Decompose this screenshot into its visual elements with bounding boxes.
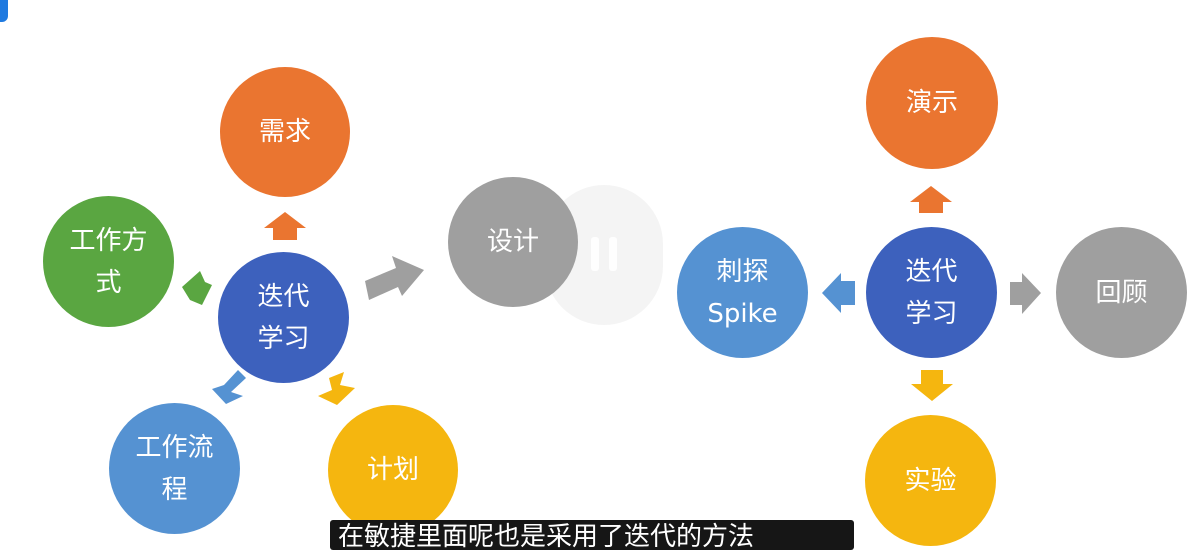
node-demo: 演示 — [866, 37, 998, 169]
arrow-to-review — [1010, 273, 1041, 314]
node-review-label: 回顾 — [1095, 277, 1148, 308]
node-spike-line-2: Spike — [707, 298, 778, 329]
node-iterative-learning-left: 迭代 学习 — [218, 252, 349, 383]
corner-tab — [0, 0, 8, 22]
node-design-label: 设计 — [486, 227, 539, 257]
pause-icon-right-bar — [609, 237, 617, 271]
node-way-of-working-line-2: 式 — [95, 267, 122, 298]
video-subtitle: 在敏捷里面呢也是采用了迭代的方法 — [330, 520, 854, 550]
arrow-to-plan — [318, 372, 355, 405]
arrow-up-to-demo — [910, 186, 952, 213]
node-way-of-working: 工作方 式 — [43, 196, 174, 327]
arrow-to-workflow — [212, 370, 246, 404]
arrow-to-spike — [822, 273, 855, 313]
node-iterative-learning-left-line-1: 迭代 — [257, 281, 310, 312]
arrow-up-to-requirements — [264, 212, 306, 240]
node-experiment-label: 实验 — [904, 465, 957, 496]
node-design: 设计 — [448, 177, 578, 307]
arrow-to-way-of-working — [182, 271, 212, 305]
node-requirements: 需求 — [220, 67, 350, 197]
node-way-of-working-line-1: 工作方 — [69, 225, 148, 256]
arrow-to-design — [365, 256, 424, 300]
node-spike-line-1: 刺探 — [716, 256, 769, 287]
node-demo-label: 演示 — [905, 88, 958, 118]
node-review: 回顾 — [1056, 227, 1187, 358]
node-plan-label: 计划 — [366, 455, 419, 485]
arrow-down-to-experiment — [911, 370, 953, 401]
node-plan: 计划 — [328, 405, 458, 535]
node-workflow-line-1: 工作流 — [135, 432, 214, 463]
node-iterative-learning-left-line-2: 学习 — [257, 323, 310, 354]
node-workflow-line-2: 程 — [161, 474, 188, 505]
node-iterative-learning-right-line-2: 学习 — [905, 298, 958, 329]
node-spike: 刺探 Spike — [677, 227, 808, 358]
node-requirements-label: 需求 — [258, 117, 311, 147]
node-experiment: 实验 — [865, 415, 996, 546]
node-workflow: 工作流 程 — [109, 403, 240, 534]
node-iterative-learning-right: 迭代 学习 — [866, 227, 997, 358]
pause-icon-left-bar — [591, 237, 599, 271]
node-iterative-learning-right-line-1: 迭代 — [905, 256, 958, 287]
